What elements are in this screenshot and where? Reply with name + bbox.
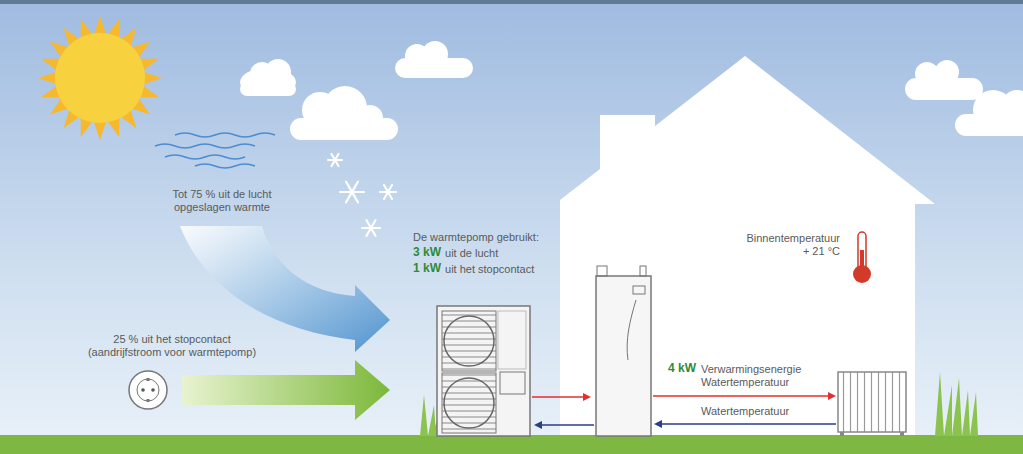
top-band	[0, 0, 1023, 4]
power-socket	[129, 371, 167, 409]
electric-power-value: 1 kW	[413, 262, 441, 275]
air-power-value: 3 kW	[413, 246, 441, 259]
ground	[0, 435, 1023, 454]
heating-energy-label: Verwarmingsenergie	[701, 363, 801, 376]
electric-power-text: uit het stopcontact	[445, 263, 534, 276]
water-pipes	[532, 392, 836, 429]
electricity-share-note: 25 % uit het stopcontact (aandrijfstroom…	[76, 333, 268, 359]
sun	[38, 16, 162, 140]
usage-heading: De warmtepomp gebruikt:	[413, 231, 539, 244]
heating-power-value: 4 kW	[668, 362, 696, 375]
thermometer	[853, 232, 871, 283]
snowflakes	[328, 154, 396, 236]
indoor-temperature: Binnentemperatuur + 21 °C	[740, 232, 840, 258]
flow-temperature-label: Watertemperatuur	[701, 376, 789, 389]
wind-lines	[155, 133, 275, 168]
electricity-arrow	[182, 360, 390, 420]
air-share-note: Tot 75 % uit de lucht opgeslagen warmte	[163, 188, 281, 214]
house	[560, 56, 935, 435]
indoor-unit	[596, 266, 651, 436]
return-temperature-label: Watertemperatuur	[701, 405, 789, 418]
radiator	[838, 372, 906, 436]
air-power-text: uit de lucht	[445, 247, 498, 260]
outdoor-unit	[437, 306, 530, 436]
